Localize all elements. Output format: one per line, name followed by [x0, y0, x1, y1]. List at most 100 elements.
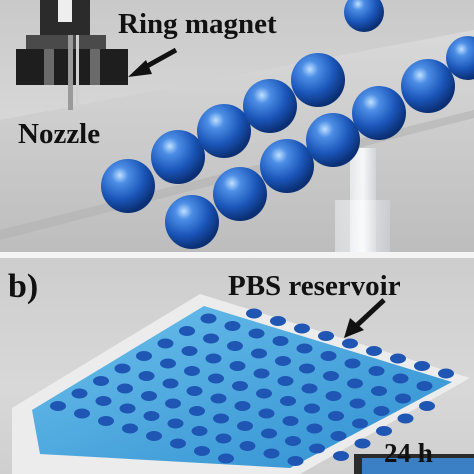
- bead: [213, 167, 267, 221]
- well-dot: [325, 391, 342, 401]
- well-dot: [191, 426, 208, 436]
- well-dot: [366, 346, 382, 356]
- well-dot: [224, 321, 241, 331]
- well-dot: [234, 401, 251, 411]
- well-dot: [330, 431, 347, 441]
- well-dot: [282, 416, 299, 426]
- bead: [151, 130, 205, 184]
- well-dot: [342, 338, 358, 349]
- bead: [306, 113, 360, 167]
- well-dot: [218, 453, 234, 464]
- well-dot: [251, 348, 267, 359]
- panel-b-illustration: [12, 294, 474, 474]
- well-dot: [333, 451, 349, 461]
- well-dot: [200, 313, 217, 324]
- well-dot: [352, 418, 368, 429]
- well-dot: [277, 376, 294, 386]
- bead-row-2: [165, 36, 474, 249]
- well-dot: [256, 388, 272, 399]
- well-dot: [215, 433, 232, 444]
- ring-magnet-label: Ring magnet: [118, 8, 277, 40]
- well-dot: [186, 386, 203, 396]
- well-dot: [208, 373, 224, 384]
- panel-separator: [0, 252, 474, 258]
- well-dot: [354, 438, 371, 449]
- time-label: 24 h: [384, 438, 433, 468]
- well-dot: [141, 391, 157, 401]
- glass-nozzle: [335, 148, 390, 252]
- bead: [243, 79, 297, 133]
- well-dot: [294, 323, 310, 334]
- well-dot: [304, 403, 320, 414]
- well-dot: [203, 333, 219, 344]
- bead-row-1: [101, 0, 384, 213]
- well-dot: [170, 438, 186, 449]
- nozzle-assembly: [16, 0, 128, 110]
- well-dot: [296, 343, 313, 354]
- well-dot: [160, 358, 176, 369]
- well-dot: [98, 416, 114, 426]
- well-dot: [376, 426, 392, 436]
- well-dot: [368, 366, 385, 376]
- well-dot: [263, 448, 280, 459]
- well-dot: [395, 393, 411, 404]
- panel-b: b) PBS reservoir 24 h: [0, 258, 474, 474]
- panel-a: Ring magnet Nozzle: [0, 0, 474, 252]
- well-grid: [50, 308, 454, 466]
- well-dot: [285, 436, 301, 446]
- well-dot: [50, 401, 66, 411]
- panel-b-letter: b): [8, 268, 39, 305]
- nozzle-label: Nozzle: [18, 118, 101, 150]
- well-dot: [419, 401, 435, 411]
- well-dot: [74, 408, 90, 419]
- well-dot: [71, 388, 88, 399]
- well-dot: [213, 413, 229, 424]
- well-dot: [392, 373, 409, 384]
- well-dot: [239, 441, 256, 451]
- well-dot: [194, 446, 210, 456]
- well-dot: [146, 431, 162, 441]
- well-dot: [95, 396, 112, 406]
- well-dot: [246, 308, 262, 319]
- well-dot: [318, 331, 334, 341]
- well-dot: [306, 423, 323, 434]
- well-dot: [344, 358, 361, 369]
- well-dot: [237, 421, 253, 431]
- bead: [291, 53, 345, 107]
- well-dot: [210, 393, 227, 404]
- well-dot: [347, 378, 363, 389]
- bead: [352, 86, 406, 140]
- well-dot: [261, 428, 277, 439]
- well-dot: [229, 361, 246, 371]
- bead: [260, 139, 314, 193]
- well-dot: [320, 351, 337, 361]
- well-dot: [189, 406, 205, 416]
- bead: [197, 104, 251, 158]
- well-dot: [373, 406, 390, 416]
- well-dot: [136, 351, 152, 361]
- well-dot: [280, 396, 296, 406]
- well-dot: [323, 371, 339, 381]
- well-dot: [309, 443, 325, 454]
- well-dot: [390, 353, 406, 364]
- well-dot: [275, 356, 291, 366]
- bead: [165, 195, 219, 249]
- reservoir-arrow: [344, 298, 386, 338]
- well-dot: [272, 336, 289, 346]
- well-dot: [138, 371, 155, 381]
- well-dot: [258, 408, 275, 419]
- well-dot: [227, 341, 243, 351]
- well-dot: [179, 326, 195, 336]
- well-dot: [349, 398, 366, 409]
- well-dot: [371, 386, 387, 396]
- well-dot: [301, 383, 318, 394]
- well-dot: [270, 316, 286, 326]
- bead: [446, 36, 474, 80]
- well-dot: [181, 346, 198, 356]
- well-dot: [287, 456, 304, 466]
- well-dot: [167, 418, 184, 429]
- panel-a-illustration: [0, 0, 474, 252]
- well-dot: [119, 403, 136, 414]
- well-dot: [117, 383, 133, 394]
